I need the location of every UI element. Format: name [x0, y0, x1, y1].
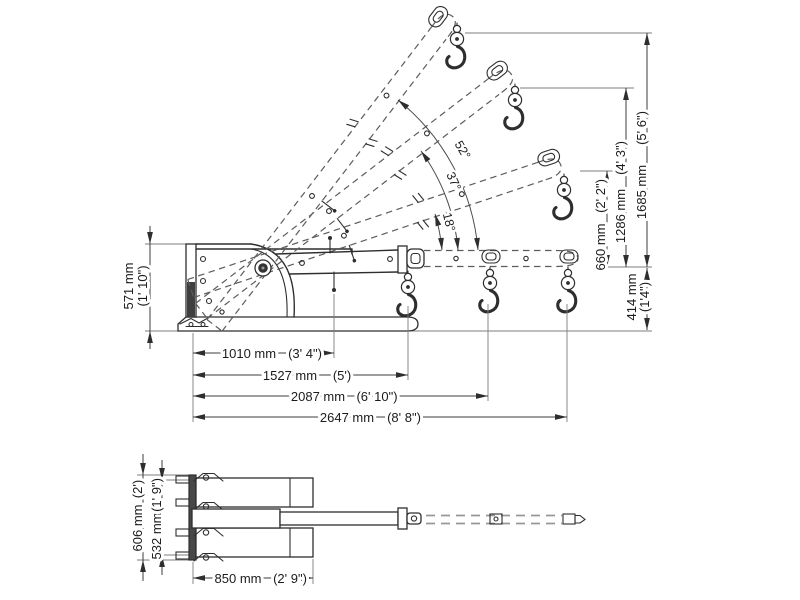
dim-414-ft: (1'4") [637, 282, 652, 312]
dim-660-mm: 660 mm [593, 224, 608, 271]
lift-height-dimensions: 660 mm (2' 2") 1286 mm (4' 3") 1685 mm (… [590, 33, 655, 330]
boom-extension-dashed [424, 249, 579, 268]
hook-icon [445, 21, 467, 70]
fork-length-dimension: 850 mm (2' 9") [193, 568, 313, 589]
dim-1010-mm: 1010 mm [222, 346, 276, 361]
boom-top [191, 507, 586, 530]
boom-position-18deg [184, 146, 572, 315]
boom-position-37deg [189, 57, 530, 334]
angle-label-37: 37° [443, 170, 463, 193]
hook-icon [396, 269, 418, 318]
crane-base [177, 243, 419, 332]
dim-850-ft: (2' 9") [273, 571, 307, 586]
hook-icon [478, 265, 500, 314]
dim-532-ft: (1' 9") [149, 478, 164, 512]
dim-414-mm: 414 mm [624, 274, 639, 321]
dim-2647-ft: (8' 8") [387, 410, 421, 425]
dim-606-mm: 606 mm [130, 505, 145, 552]
dim-1286-mm: 1286 mm [613, 189, 628, 243]
angle-label-18: 18° [440, 211, 458, 233]
dim-1685-mm: 1685 mm [634, 165, 649, 219]
base-height-dimension: 571 mm (1' 10") [118, 226, 153, 349]
dim-850-mm: 850 mm [215, 571, 262, 586]
dim-1286-ft: (4' 3") [613, 141, 628, 175]
dim-2087-ft: (6' 10") [356, 389, 397, 404]
dim-571-mm: 571 mm [121, 263, 136, 310]
dim-2647-mm: 2647 mm [320, 410, 374, 425]
dim-2087-mm: 2087 mm [291, 389, 345, 404]
leader-lines [145, 32, 652, 332]
top-view: 606 mm (2') 532 mm (1' 9") 850 mm (2' 9"… [127, 454, 586, 589]
reach-dimensions: 1010 mm (3' 4") 1527 mm (5') 2087 mm (6'… [192, 294, 568, 428]
dim-1527-ft: (5') [333, 368, 351, 383]
angle-label-52: 52° [452, 138, 474, 161]
dim-1527-mm: 1527 mm [263, 368, 317, 383]
width-dimensions: 606 mm (2') 532 mm (1' 9") [127, 454, 167, 581]
boom-position-52deg [199, 2, 476, 343]
fork-pockets [193, 472, 314, 562]
dim-1685-ft: (5' 6") [634, 111, 649, 145]
boom-horizontal [254, 236, 425, 292]
hook-icon [552, 172, 574, 221]
side-view: 18° 37° 52° 660 mm (2' 2") 1286 mm (4' 3… [118, 2, 655, 428]
dim-571-ft: (1' 10") [135, 265, 150, 306]
dim-660-ft: (2' 2") [593, 179, 608, 213]
dim-1010-ft: (3' 4") [288, 346, 322, 361]
dim-532-mm: 532 mm [149, 513, 164, 560]
dim-606-ft: (2') [130, 480, 145, 498]
angle-arcs: 18° 37° 52° [397, 99, 480, 251]
hook-icon [503, 82, 525, 131]
